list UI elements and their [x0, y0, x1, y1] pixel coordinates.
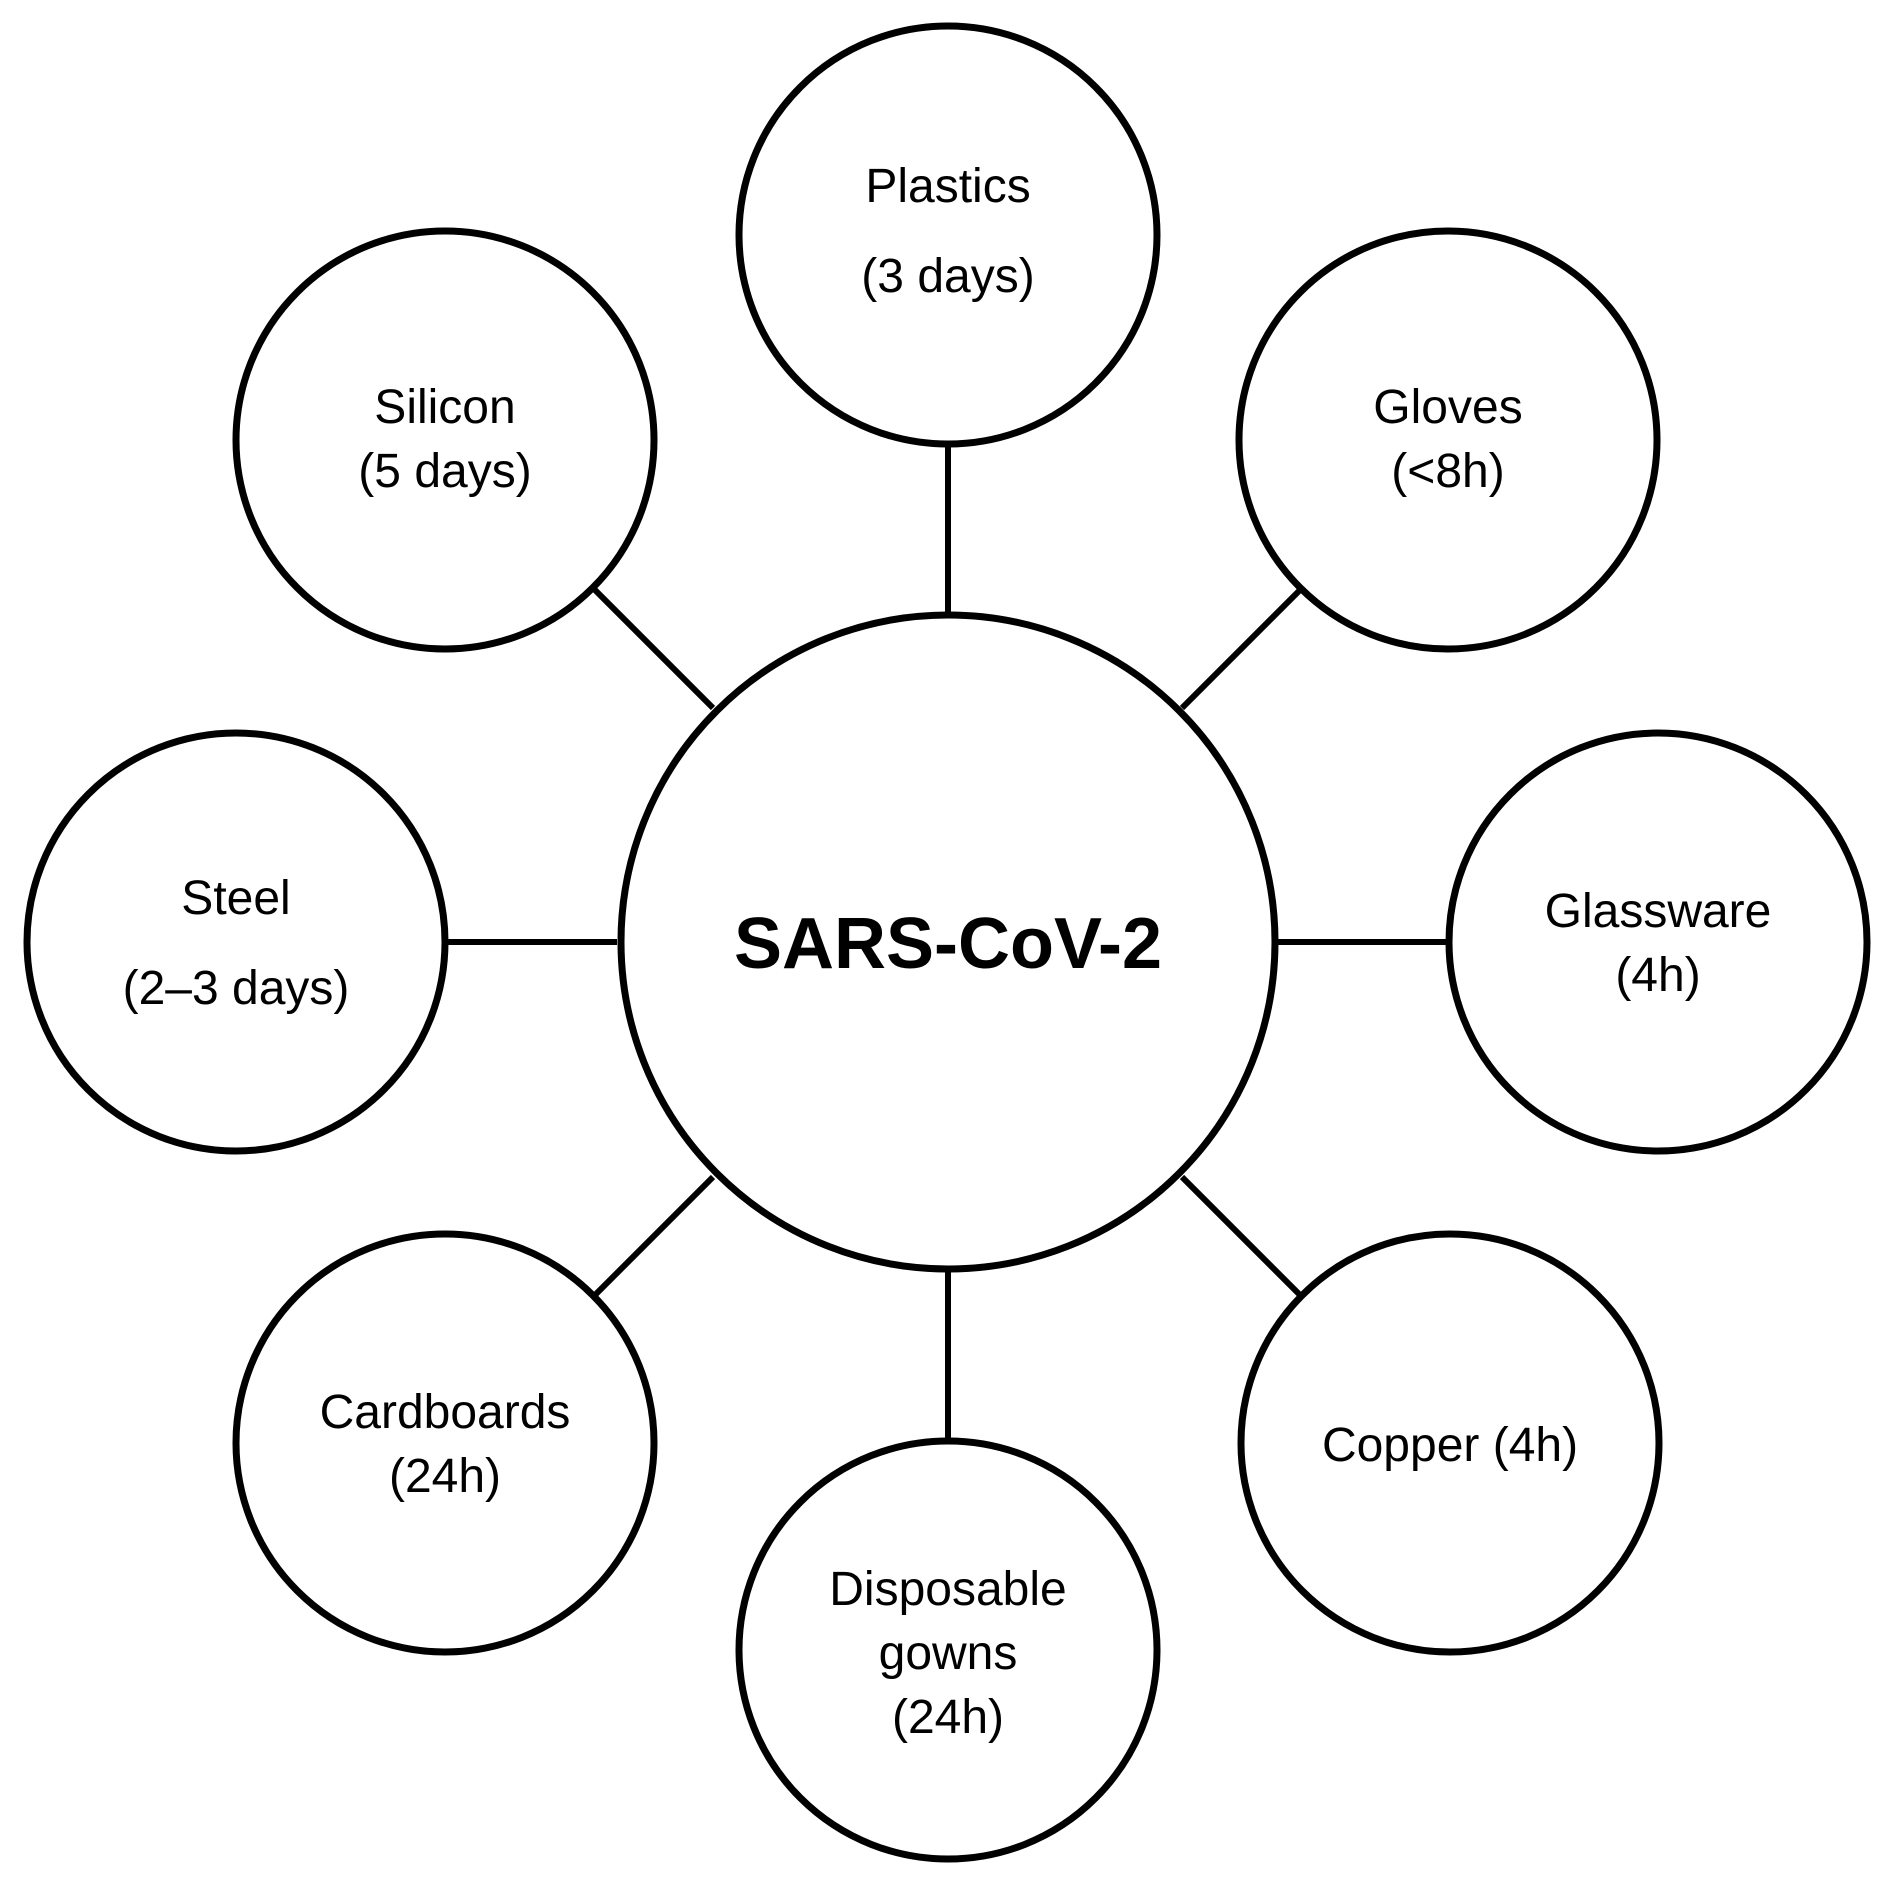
gloves-label: Gloves — [1373, 381, 1522, 434]
steel-label: Steel — [181, 872, 290, 925]
center-node: SARS-CoV-2 — [617, 611, 1279, 1273]
glassware-label: Glassware — [1545, 885, 1772, 938]
cardboards-circle — [232, 1230, 658, 1656]
silicon-circle — [232, 227, 658, 653]
node-disposable-gowns: Disposable gowns (24h) — [735, 1437, 1161, 1863]
connector-cardboards — [590, 1174, 716, 1300]
glassware-duration: (4h) — [1615, 949, 1700, 1002]
cardboards-label: Cardboards — [320, 1386, 571, 1439]
silicon-label: Silicon — [374, 381, 515, 434]
node-silicon: Silicon (5 days) — [232, 227, 658, 653]
disposable-gowns-label-line2: gowns — [879, 1627, 1018, 1680]
connector-gloves — [1179, 585, 1305, 711]
node-glassware: Glassware (4h) — [1445, 729, 1871, 1155]
node-copper: Copper (4h) — [1237, 1230, 1663, 1656]
disposable-gowns-circle — [735, 1437, 1161, 1863]
cardboards-duration: (24h) — [389, 1450, 501, 1503]
node-gloves: Gloves (<8h) — [1235, 227, 1661, 653]
plastics-circle — [735, 22, 1161, 448]
node-steel: Steel (2–3 days) — [23, 729, 449, 1155]
steel-circle — [23, 729, 449, 1155]
plastics-label: Plastics — [865, 160, 1030, 213]
gloves-circle — [1235, 227, 1661, 653]
silicon-duration: (5 days) — [358, 445, 531, 498]
steel-duration: (2–3 days) — [123, 962, 350, 1015]
node-cardboards: Cardboards (24h) — [232, 1230, 658, 1656]
connector-silicon — [590, 585, 716, 711]
copper-circle — [1237, 1230, 1663, 1656]
gloves-duration: (<8h) — [1391, 445, 1504, 498]
copper-label: Copper (4h) — [1322, 1419, 1578, 1472]
node-plastics: Plastics (3 days) — [735, 22, 1161, 448]
glassware-circle — [1445, 729, 1871, 1155]
plastics-duration: (3 days) — [861, 250, 1034, 303]
connectors — [445, 444, 1450, 1441]
disposable-gowns-duration: (24h) — [892, 1691, 1004, 1744]
center-label: SARS-CoV-2 — [734, 904, 1162, 984]
disposable-gowns-label-line1: Disposable — [829, 1563, 1066, 1616]
connector-copper — [1179, 1174, 1305, 1300]
center-circle — [617, 611, 1279, 1273]
